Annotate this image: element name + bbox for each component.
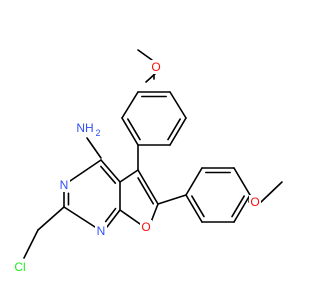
molecule-diagram: NH 2 N N O Cl O O	[12, 49, 283, 274]
bond-c4-n3	[69, 159, 102, 182]
bond-aryl1-3	[169, 91, 187, 119]
furan-o-bg	[140, 220, 152, 234]
bond-c5-c6	[137, 169, 159, 205]
bond-c4a-c5	[119, 169, 139, 183]
bond-n1-c7a-inner	[104, 207, 117, 223]
bond-layer	[23, 49, 283, 259]
furan-o-label: O	[141, 220, 150, 234]
bond-aryl1-1	[121, 91, 139, 119]
bond-aryl1-4	[169, 117, 187, 146]
ring-n-top-label: N	[60, 178, 69, 192]
bond-c2-n1	[63, 206, 96, 228]
bond-aryl1-o	[145, 72, 157, 83]
methoxy-o-top-bg	[150, 60, 162, 74]
bond-aryl2-3	[233, 194, 251, 223]
bond-o-ch3-right	[260, 181, 283, 203]
amine-label: NH	[76, 121, 93, 135]
bond-ch2-cl	[23, 229, 39, 259]
bond-aryl1-4-inner	[167, 118, 181, 141]
bond-c4a-c4	[100, 159, 121, 183]
bond-aryl1-0-inner	[127, 118, 141, 141]
amine-subscript: 2	[95, 128, 100, 138]
bond-aryl2-2	[233, 167, 251, 196]
bond-c4-nh2	[86, 137, 102, 159]
bond-n1-c7a	[106, 209, 121, 228]
chloro-label: Cl	[14, 260, 25, 274]
bond-aryl2-0	[185, 167, 203, 196]
bond-c6-aryl2	[157, 194, 187, 205]
ring-n-bottom-bg	[95, 224, 107, 238]
bond-aryl2-5	[185, 194, 203, 223]
bond-c5-c6-inner	[137, 177, 155, 205]
bond-c2-ch2	[37, 206, 65, 231]
chloro-bg	[12, 260, 28, 274]
atom-label-layer: NH 2 N N O Cl O O	[12, 60, 261, 274]
bond-o7-c7a	[119, 209, 141, 225]
structure-svg: NH 2 N N O Cl O O	[12, 49, 283, 274]
methoxy-o-right-bg	[249, 195, 261, 209]
bond-aryl2-3-inner	[231, 195, 245, 218]
ring-n-top-bg	[58, 178, 70, 192]
amine-label-bg	[76, 120, 102, 136]
methoxy-o-top-label: O	[151, 60, 160, 74]
bond-c6-o7	[150, 203, 159, 223]
bond-aryl2-5-inner	[191, 195, 205, 218]
bond-c4a-c4-inner	[100, 165, 117, 184]
ring-n-bottom-label: N	[97, 224, 106, 238]
bond-o-ch3-top	[137, 49, 153, 61]
bond-aryl1-0	[121, 117, 139, 146]
methoxy-o-right-label: O	[250, 195, 259, 209]
